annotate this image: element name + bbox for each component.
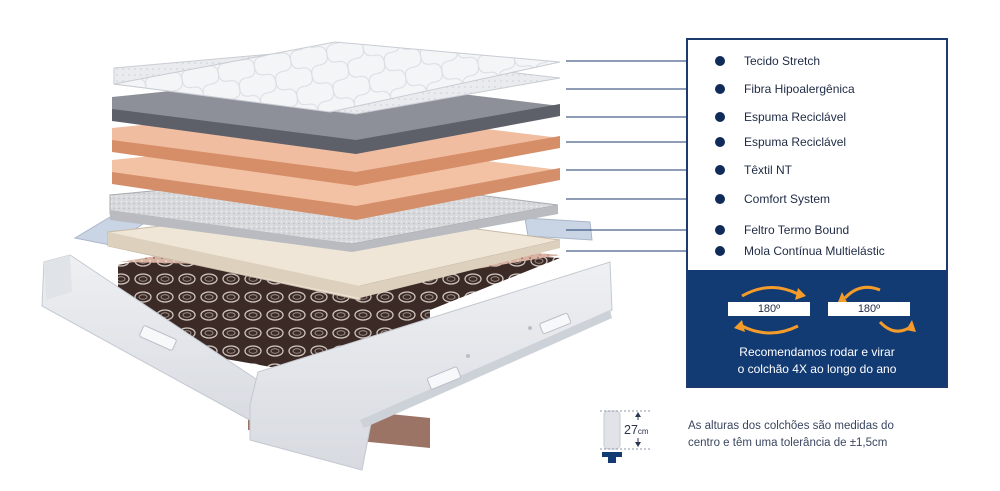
- layer-label-textil: Têxtil NT: [744, 163, 792, 177]
- flip-arrow-icon: [843, 285, 881, 300]
- layer-label-fibra: Fibra Hipoalergênica: [744, 82, 855, 96]
- layer-label-comfort: Comfort System: [744, 192, 831, 206]
- rotate-arrow-icon: [741, 324, 799, 335]
- bullet-dot: [715, 56, 725, 66]
- height-icon: [600, 410, 652, 463]
- height-note: As alturas dos colchões são medidas do c…: [688, 418, 968, 452]
- height-number: 27: [624, 423, 638, 437]
- bullet-dot: [715, 112, 725, 122]
- layer-tecido: [113, 41, 561, 113]
- rotate-degrees: 180º: [728, 302, 810, 316]
- rotation-box: [688, 270, 946, 386]
- mattress-base: [41, 204, 613, 471]
- bullet-dot: [715, 165, 725, 175]
- recommendation-line-2: o colchão 4X ao longo do ano: [737, 362, 897, 376]
- rotate-arrow-icon: [741, 286, 799, 298]
- bullet-dot: [715, 246, 725, 256]
- bullet-dot: [715, 225, 725, 235]
- layer-label-tecido: Tecido Stretch: [744, 54, 821, 68]
- height-unit: cm: [637, 427, 649, 436]
- height-note-line-1: As alturas dos colchões são medidas do: [688, 420, 894, 432]
- layer-label-mola: Mola Contínua Multielástic: [744, 244, 885, 258]
- bullet-dot: [715, 137, 725, 147]
- layer-label-feltro: Feltro Termo Bound: [744, 223, 850, 237]
- layer-label-espuma-1: Espuma Reciclável: [744, 110, 847, 124]
- bullet-dot: [715, 84, 725, 94]
- height-note-line-2: centro e têm uma tolerância de ±1,5cm: [688, 437, 888, 449]
- height-value: 27cm: [624, 423, 649, 437]
- flip-degrees: 180º: [828, 302, 910, 316]
- recommendation-line-1: Recomendamos rodar e virar: [739, 345, 895, 359]
- bullet-dot: [715, 194, 725, 204]
- layer-label-espuma-2: Espuma Reciclável: [744, 135, 847, 149]
